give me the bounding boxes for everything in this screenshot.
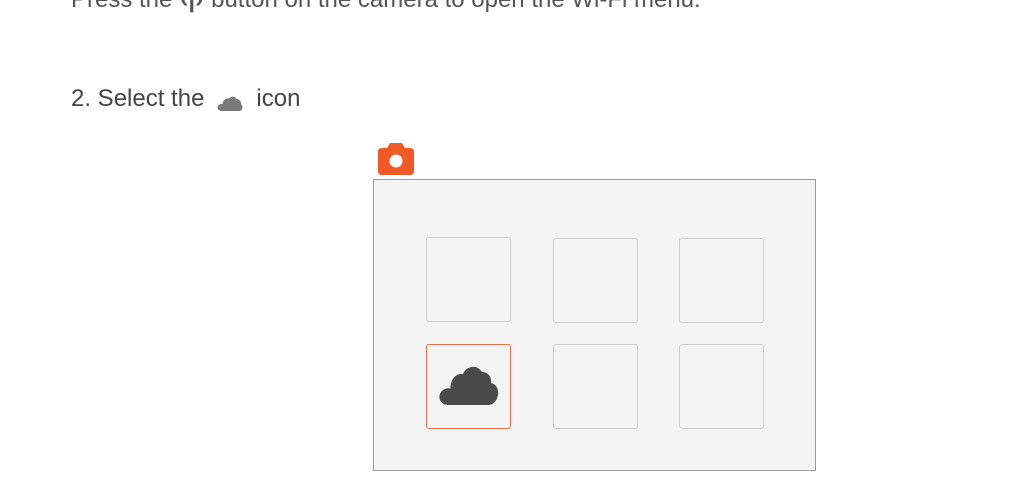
step-1-text: Press the ‹|› button on the camera to op… [71,0,701,14]
menu-tile[interactable] [679,344,764,429]
wifi-button-icon: ‹|› [180,0,203,14]
menu-tile[interactable] [553,344,638,429]
menu-tile[interactable] [426,237,511,322]
cloud-icon [437,363,501,407]
step-2-text: 2. Select the icon [71,84,300,114]
step-2-suffix: icon [256,85,301,112]
camera-screen [373,179,816,471]
step-1-suffix: button on the camera to open the Wi-Fi m… [211,0,701,14]
menu-tile[interactable] [679,238,764,323]
cloud-icon [216,91,244,111]
cloud-menu-tile[interactable] [426,344,511,429]
step-2-prefix: 2. Select the [71,85,205,112]
step-1-prefix: Press the [71,0,172,14]
menu-tile[interactable] [553,238,638,323]
camera-icon [377,142,415,176]
